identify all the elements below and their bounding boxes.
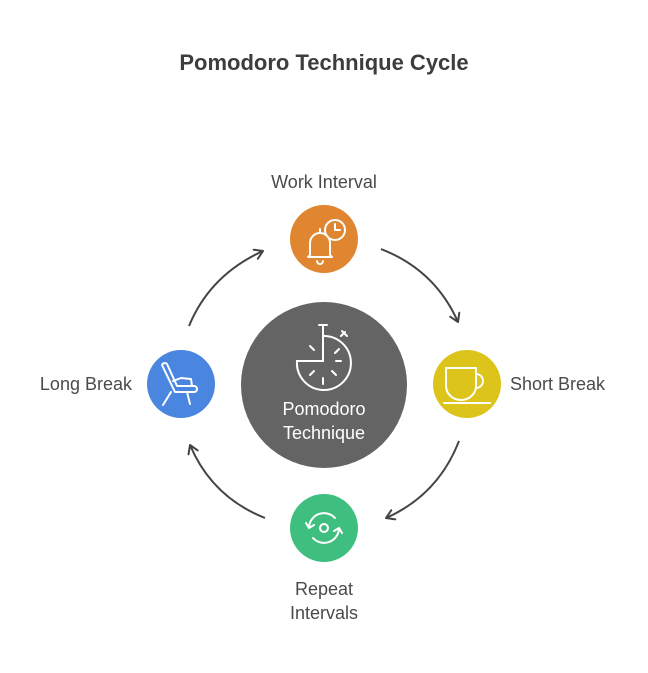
lounge-chair-icon	[161, 362, 198, 406]
arrow-repeat-to-long	[187, 444, 266, 519]
stage-node-long-break	[147, 350, 215, 418]
stage-label-short-break: Short Break	[510, 374, 606, 394]
center-node-pomodoro-technique: Pomodoro Technique	[241, 302, 407, 468]
alarm-bell-clock-icon	[307, 219, 346, 265]
stage-label-repeat-intervals: Repeat Intervals	[244, 577, 404, 625]
center-label-line2: Technique	[282, 423, 366, 443]
arrow-work-to-short	[380, 248, 461, 323]
refresh-cycle-icon	[305, 512, 343, 544]
stopwatch-icon	[295, 324, 352, 391]
stage-label-work-interval: Work Interval	[271, 172, 377, 192]
arrow-short-to-repeat	[385, 440, 460, 521]
arrow-long-to-work	[188, 248, 264, 327]
center-label: Pomodoro Technique	[241, 397, 407, 445]
stage-label-long-break: Long Break	[39, 374, 132, 394]
stage-node-work-interval	[290, 205, 358, 273]
coffee-cup-icon	[443, 367, 491, 404]
stage-node-short-break	[433, 350, 501, 418]
stage-node-repeat-intervals	[290, 494, 358, 562]
stage-label-repeat-line2: Intervals	[289, 603, 359, 623]
center-label-line1: Pomodoro	[282, 399, 366, 419]
stage-label-repeat-line1: Repeat	[294, 579, 354, 599]
diagram-title: Pomodoro Technique Cycle	[179, 50, 469, 75]
